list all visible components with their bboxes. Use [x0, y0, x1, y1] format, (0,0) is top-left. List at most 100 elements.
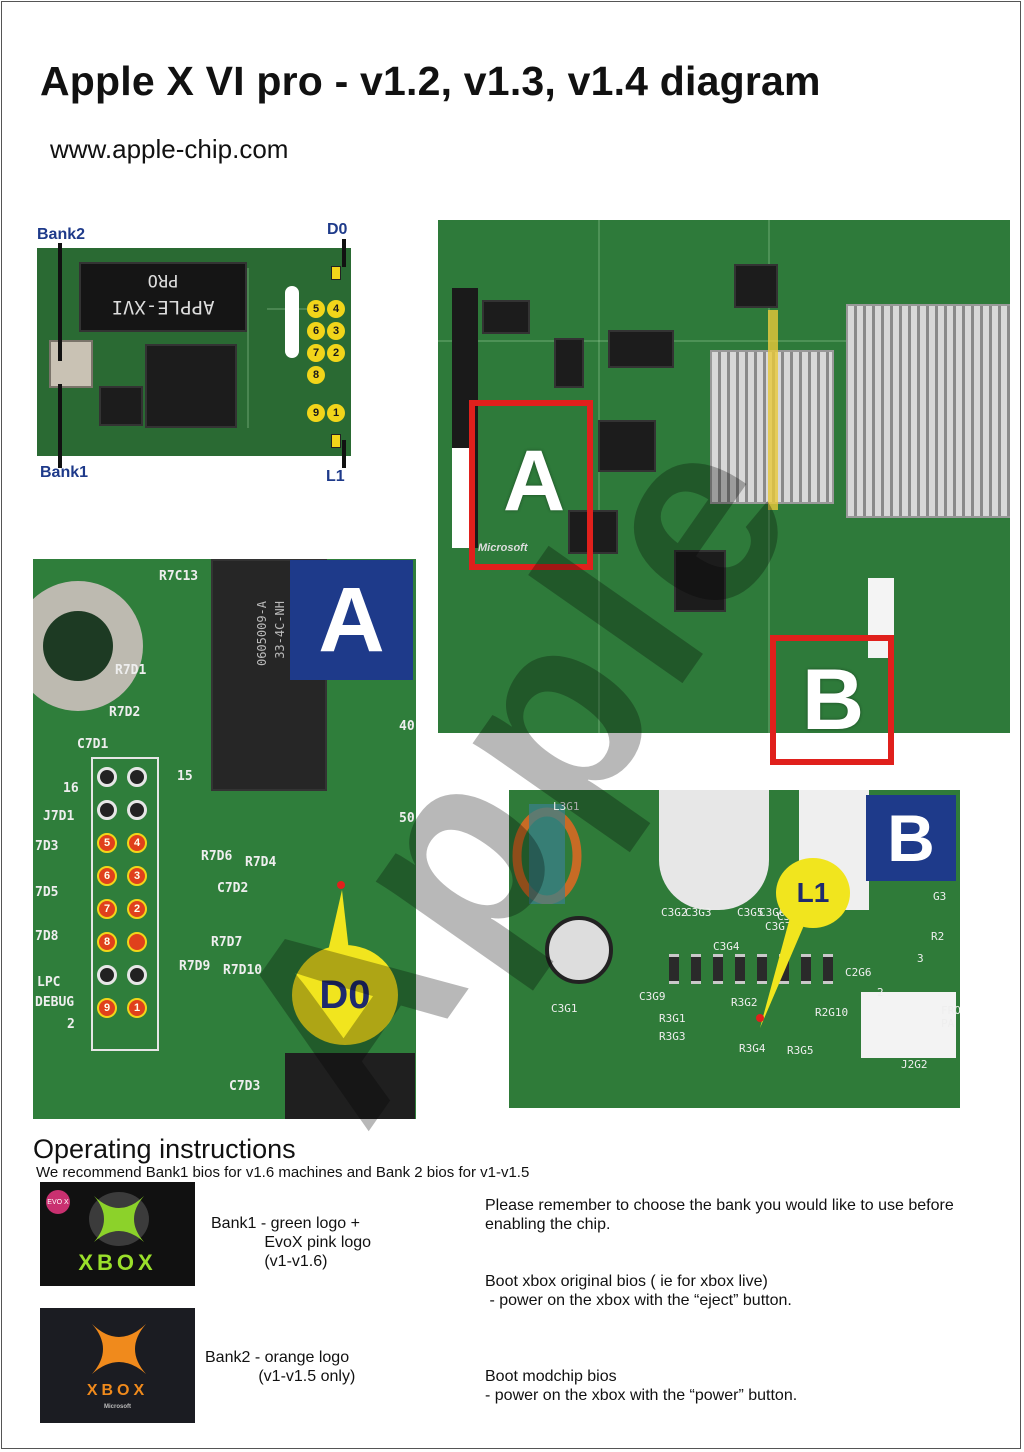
- silkscreen-label: FRONT PA: [941, 1004, 960, 1030]
- lpc-debug-header: [91, 757, 159, 1051]
- silkscreen-label: 2: [67, 1017, 75, 1032]
- silkscreen-label: R2G10: [815, 1006, 849, 1019]
- silkscreen-label: C3G1: [551, 1002, 578, 1015]
- silkscreen-label: 7D3: [35, 839, 59, 854]
- smd-capacitor: [691, 954, 701, 984]
- silkscreen-label: R7D9: [179, 959, 211, 974]
- bank1-description: Bank1 - green logo + EvoX pink logo (v1-…: [211, 1215, 372, 1270]
- modchip-bios-note: Boot modchip bios - power on the xbox wi…: [485, 1368, 798, 1404]
- silkscreen-label: C3G2: [661, 906, 688, 919]
- small-chip: [99, 386, 143, 426]
- bios-chip: PRO APPLE-XVI: [79, 262, 247, 332]
- chip-text-line2: APPLE-XVI: [111, 296, 215, 318]
- silkscreen-label: DEBUG: [35, 995, 75, 1010]
- detail-a-badge: A: [290, 560, 413, 680]
- bank2-xbox-logo: XBOX Microsoft: [40, 1308, 195, 1423]
- lpc-header-pin: 8: [97, 932, 117, 952]
- smd-capacitor: [713, 954, 723, 984]
- l1-pad: [331, 434, 341, 448]
- silkscreen-label: 50: [399, 811, 415, 826]
- silkscreen-label: J7D1: [43, 809, 75, 824]
- instructions-recommendation: We recommend Bank1 bios for v1.6 machine…: [36, 1164, 530, 1181]
- silkscreen-label: C3G5: [737, 906, 764, 919]
- xbox-mainboard-photo: Microsoft: [438, 220, 1010, 733]
- lpc-header-pin: [127, 965, 147, 985]
- lpc-header-pin: 6: [97, 866, 117, 886]
- cpld-chip: [145, 344, 237, 428]
- front-panel-connector: [861, 992, 956, 1058]
- modchip-pin: 3: [327, 322, 345, 340]
- inductor-coil: [509, 804, 609, 905]
- silkscreen-label: C2G6: [845, 966, 872, 979]
- silkscreen-label: 15: [177, 769, 193, 784]
- lpc-header-pin: [127, 800, 147, 820]
- silkscreen-label: R3G3: [659, 1030, 686, 1043]
- bank1-label: Bank1: [40, 464, 89, 481]
- modchip-pin: 9: [307, 404, 325, 422]
- silkscreen-label: C7D2: [217, 881, 249, 896]
- modchip-pin: 5: [307, 300, 325, 318]
- d0-point: [337, 881, 345, 889]
- d0-pad: [331, 266, 341, 280]
- page-title: Apple X VI pro - v1.2, v1.3, v1.4 diagra…: [40, 58, 821, 104]
- silkscreen-label: C7D3: [229, 1079, 261, 1094]
- smd-capacitor: [801, 954, 811, 984]
- lpc-header-pin: [127, 932, 147, 952]
- chip-text-line1: PRO: [147, 270, 179, 290]
- bank1-xbox-logo: EVO X XBOX: [40, 1182, 195, 1286]
- original-bios-note: Boot xbox original bios ( ie for xbox li…: [485, 1273, 792, 1309]
- lpc-header-pin: 9: [97, 998, 117, 1018]
- silkscreen-label: 2: [877, 986, 884, 999]
- silkscreen-label: R7D6: [201, 849, 233, 864]
- bank2-label: Bank2: [37, 226, 86, 243]
- smd-capacitor: [669, 954, 679, 984]
- modchip-pin: 6: [307, 322, 325, 340]
- modchip-pin: 7: [307, 344, 325, 362]
- modchip-pin: 2: [327, 344, 345, 362]
- silkscreen-label: 7D8: [35, 929, 59, 944]
- silkscreen-label: R7D2: [109, 705, 141, 720]
- silkscreen-label: R3G5: [787, 1044, 814, 1057]
- silkscreen-label: C3G3: [685, 906, 712, 919]
- lpc-header-pin: 5: [97, 833, 117, 853]
- l1-callout: L1: [776, 858, 850, 928]
- lpc-header-pin: 4: [127, 833, 147, 853]
- region-a-letter: A: [503, 433, 566, 529]
- d0-callout: D0: [292, 945, 398, 1045]
- smd-capacitor: [823, 954, 833, 984]
- silkscreen-label: 3: [917, 952, 924, 965]
- silkscreen-label: 40: [399, 719, 415, 734]
- bank2-description: Bank2 - orange logo (v1-v1.5 only): [205, 1349, 356, 1385]
- lpc-header-pin: [97, 965, 117, 985]
- microsoft-brand: Microsoft: [478, 542, 528, 554]
- instructions-heading: Operating instructions: [33, 1134, 296, 1164]
- modchip-pin: 4: [327, 300, 345, 318]
- evox-logo-badge: EVO X: [46, 1190, 70, 1214]
- chip-marking: 0605009-A: [255, 601, 269, 667]
- green-x-icon: [89, 1192, 149, 1246]
- lpc-header-pin: 7: [97, 899, 117, 919]
- region-b-box: [770, 635, 894, 765]
- silkscreen-label: 16: [63, 781, 79, 796]
- silkscreen-label: 7D5: [35, 885, 59, 900]
- l1-point: [756, 1014, 764, 1022]
- silkscreen-label: R7D1: [115, 663, 147, 678]
- modchip-pin: 8: [307, 366, 325, 384]
- bank-switch: [49, 340, 93, 388]
- bank1-logo-word: XBOX: [78, 1250, 157, 1275]
- detail-b-badge: B: [866, 795, 956, 881]
- silkscreen-label: C3G7: [765, 920, 792, 933]
- bank2-logo-sub: Microsoft: [104, 1404, 131, 1410]
- lpc-header-pin: 1: [127, 998, 147, 1018]
- chip-marking: 33-4C-NH: [273, 601, 287, 659]
- bank-choice-note: Please remember to choose the bank you w…: [485, 1197, 954, 1233]
- silkscreen-label: C7D1: [77, 737, 109, 752]
- region-a-box: [469, 400, 593, 570]
- silkscreen-label: J2G2: [901, 1058, 928, 1071]
- website-url: www.apple-chip.com: [50, 134, 289, 164]
- silkscreen-label: L3G1: [553, 800, 580, 813]
- l1-callout-pointer: [760, 910, 808, 1028]
- silkscreen-label: R3G1: [659, 1012, 686, 1025]
